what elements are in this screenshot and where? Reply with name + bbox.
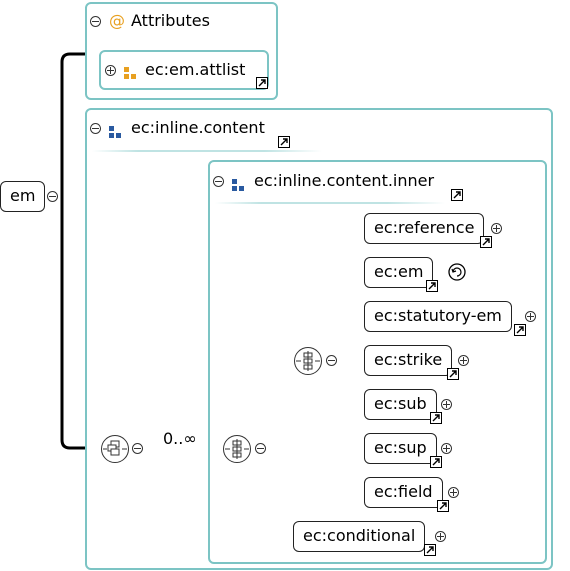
- recursion-icon[interactable]: [447, 262, 467, 282]
- attributes-at-icon: @: [109, 11, 125, 30]
- element-label: ec:statutory-em: [374, 306, 502, 325]
- element-link-icon[interactable]: [426, 280, 438, 292]
- inner-sequence-toggle[interactable]: [255, 443, 266, 454]
- conditional-link-icon[interactable]: [424, 544, 436, 556]
- attributes-title: Attributes: [131, 11, 210, 30]
- root-element-em[interactable]: em: [0, 181, 46, 212]
- attlist-expand-toggle[interactable]: [105, 65, 116, 76]
- element-label: ec:sup: [374, 438, 427, 457]
- element-label: ec:em: [374, 262, 424, 281]
- inline-content-separator: [92, 150, 322, 152]
- inline-content-inner-separator: [215, 202, 445, 204]
- element-ec-reference[interactable]: ec:reference: [364, 213, 485, 244]
- inner-sequence-compositor[interactable]: [223, 435, 251, 463]
- root-collapse-toggle[interactable]: [47, 191, 58, 202]
- element-label: ec:field: [374, 482, 433, 501]
- choice-collapse-toggle[interactable]: [326, 355, 337, 366]
- element-ec-field[interactable]: ec:field: [364, 477, 443, 508]
- attributes-collapse-toggle[interactable]: [90, 16, 101, 27]
- element-ec-sup[interactable]: ec:sup: [364, 433, 437, 464]
- element-link-icon[interactable]: [480, 236, 492, 248]
- element-expand-toggle[interactable]: [448, 487, 459, 498]
- attlist-label: ec:em.attlist: [145, 60, 246, 79]
- inline-content-inner-collapse-toggle[interactable]: [213, 176, 224, 187]
- element-link-icon[interactable]: [430, 412, 442, 424]
- element-link-icon[interactable]: [437, 500, 449, 512]
- inline-content-collapse-toggle[interactable]: [90, 123, 101, 134]
- element-link-icon[interactable]: [430, 456, 442, 468]
- element-ec-conditional[interactable]: ec:conditional: [293, 521, 426, 552]
- inline-content-inner-title: ec:inline.content.inner: [254, 171, 435, 190]
- element-link-icon[interactable]: [514, 324, 526, 336]
- element-expand-toggle[interactable]: [491, 223, 502, 234]
- attlist-link-icon[interactable]: [256, 77, 268, 89]
- inline-content-link-icon[interactable]: [278, 136, 290, 148]
- element-label: ec:reference: [374, 218, 475, 237]
- occurrence-label: 0..∞: [163, 429, 197, 448]
- element-expand-toggle[interactable]: [441, 443, 452, 454]
- outer-sequence-compositor[interactable]: [101, 435, 129, 463]
- element-expand-toggle[interactable]: [525, 311, 536, 322]
- element-ec-statutory-em[interactable]: ec:statutory-em: [364, 301, 512, 332]
- element-expand-toggle[interactable]: [458, 355, 469, 366]
- outer-sequence-toggle[interactable]: [132, 443, 143, 454]
- choice-compositor[interactable]: [294, 347, 322, 375]
- element-ec-em[interactable]: ec:em: [364, 257, 434, 288]
- attribute-group-icon: [124, 64, 136, 79]
- group-icon: [109, 123, 121, 138]
- element-expand-toggle[interactable]: [441, 399, 452, 410]
- conditional-expand-toggle[interactable]: [435, 531, 446, 542]
- element-ec-strike[interactable]: ec:strike: [364, 345, 453, 376]
- element-link-icon[interactable]: [447, 368, 459, 380]
- element-ec-sub[interactable]: ec:sub: [364, 389, 437, 420]
- element-label: ec:sub: [374, 394, 427, 413]
- inline-content-inner-link-icon[interactable]: [451, 189, 463, 201]
- attributes-group: @ Attributes ec:em.attlist: [85, 2, 278, 100]
- element-label: ec:strike: [374, 350, 443, 369]
- conditional-label: ec:conditional: [303, 526, 416, 545]
- inline-content-title: ec:inline.content: [131, 118, 265, 137]
- root-label: em: [10, 186, 36, 205]
- group-icon: [232, 176, 244, 191]
